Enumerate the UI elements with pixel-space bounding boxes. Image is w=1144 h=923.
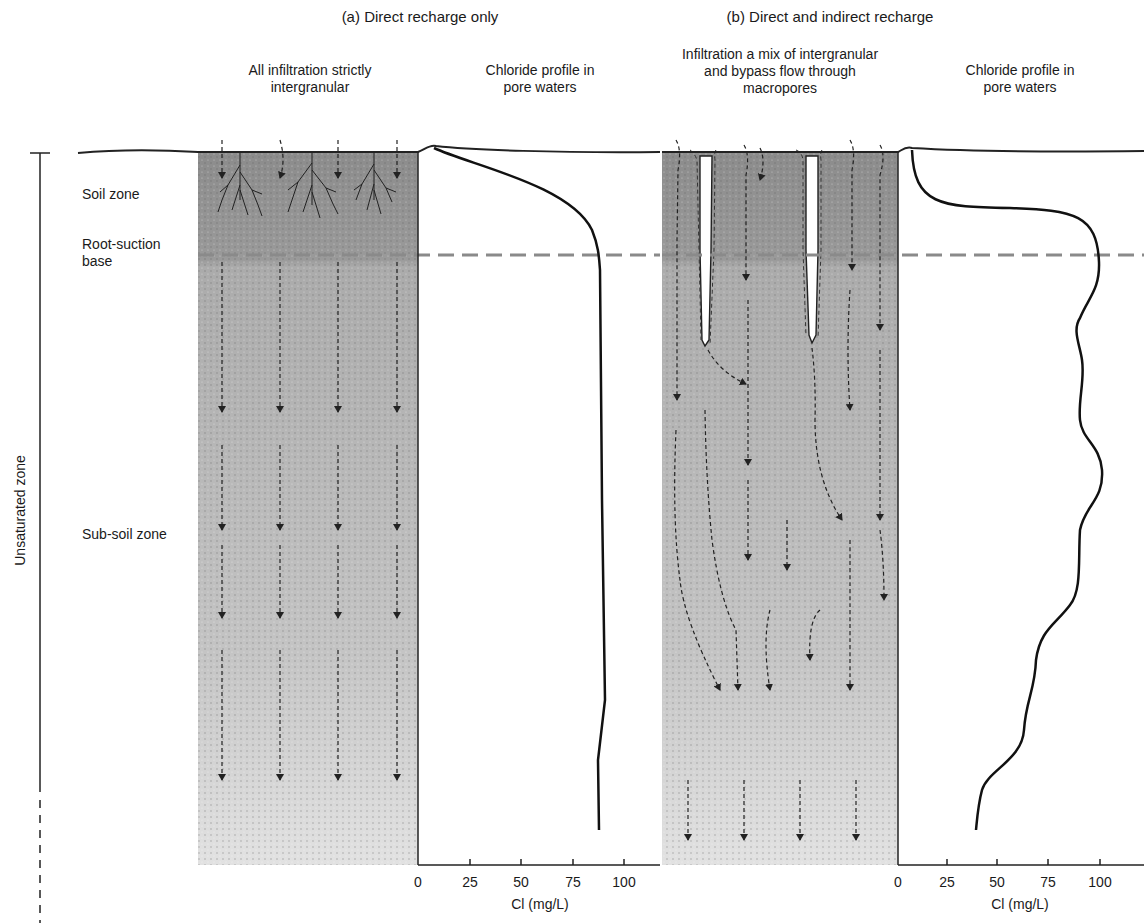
infiltration-arrow bbox=[799, 780, 800, 840]
axis-title: Cl (mg/L) bbox=[960, 896, 1080, 913]
axis-tick-label: 25 bbox=[450, 874, 490, 891]
zone-label: Unsaturated zone bbox=[12, 455, 29, 566]
soil-texture bbox=[198, 153, 418, 865]
infiltration-arrows bbox=[222, 140, 884, 840]
infiltration-arrow bbox=[221, 140, 222, 178]
ground-surface bbox=[662, 147, 1144, 152]
infiltration-arrow bbox=[708, 350, 746, 384]
infiltration-arrow bbox=[279, 545, 280, 618]
infiltration-arrow bbox=[760, 148, 763, 180]
infiltration-arrow bbox=[337, 262, 338, 412]
root-suction-line bbox=[662, 254, 1144, 257]
infiltration-arrow bbox=[879, 350, 880, 520]
soil-block bbox=[662, 153, 898, 865]
infiltration-arrow bbox=[850, 140, 854, 270]
infiltration-arrow bbox=[880, 530, 884, 600]
axis-tick-label: 100 bbox=[1080, 874, 1120, 891]
infiltration-arrow bbox=[687, 780, 688, 840]
axis-tick-label: 75 bbox=[1028, 874, 1068, 891]
infiltration-arrow bbox=[396, 545, 397, 618]
infiltration-arrow bbox=[221, 262, 222, 412]
infiltration-arrow bbox=[337, 650, 338, 780]
infiltration-arrow bbox=[221, 545, 222, 618]
infiltration-arrow bbox=[766, 610, 770, 690]
root-suction-line bbox=[198, 254, 660, 257]
infiltration-arrow bbox=[705, 410, 738, 690]
infiltration-arrow bbox=[280, 140, 283, 178]
infiltration-arrow bbox=[880, 145, 883, 330]
zone-bracket bbox=[30, 153, 50, 923]
axis-tick-label: 50 bbox=[501, 874, 541, 891]
axis-tick-label: 75 bbox=[553, 874, 593, 891]
panel-caption: All infiltration strictly intergranular bbox=[230, 62, 390, 96]
chart-axes bbox=[418, 152, 1144, 865]
infiltration-arrow bbox=[855, 780, 856, 840]
zone-label: Soil zone bbox=[82, 186, 182, 203]
infiltration-arrow bbox=[747, 480, 748, 560]
axis-tick-label: 100 bbox=[604, 874, 644, 891]
infiltration-arrow bbox=[396, 262, 397, 412]
infiltration-arrow bbox=[221, 445, 222, 530]
axis-title: Cl (mg/L) bbox=[480, 896, 600, 913]
soil-texture bbox=[662, 153, 898, 865]
ground-surface bbox=[78, 146, 660, 153]
infiltration-arrow bbox=[743, 780, 744, 840]
infiltration-arrow bbox=[279, 650, 280, 780]
infiltration-arrow bbox=[221, 650, 222, 780]
infiltration-arrow bbox=[675, 430, 720, 690]
infiltration-arrow bbox=[848, 290, 850, 410]
plant-roots bbox=[218, 153, 396, 218]
infiltration-arrow bbox=[849, 540, 850, 690]
infiltration-arrow bbox=[279, 262, 280, 412]
macropores bbox=[690, 150, 822, 346]
infiltration-arrow bbox=[744, 145, 748, 280]
axis-tick-label: 0 bbox=[398, 874, 438, 891]
zone-label: Sub-soil zone bbox=[82, 526, 182, 543]
infiltration-arrow bbox=[396, 140, 397, 178]
infiltration-arrow bbox=[337, 545, 338, 618]
infiltration-arrow bbox=[396, 445, 397, 530]
chart-caption: Chloride profile in pore waters bbox=[475, 62, 605, 96]
panel-heading: (a) Direct recharge only bbox=[260, 8, 580, 25]
axis-tick-label: 25 bbox=[927, 874, 967, 891]
chloride-profile bbox=[912, 150, 1102, 830]
panel-heading: (b) Direct and indirect recharge bbox=[650, 8, 1010, 25]
infiltration-arrow bbox=[279, 445, 280, 530]
chart-caption: Chloride profile in pore waters bbox=[955, 62, 1085, 96]
axis-tick-label: 0 bbox=[878, 874, 918, 891]
panel-caption: Infiltration a mix of intergranular and … bbox=[680, 46, 880, 97]
infiltration-arrow bbox=[747, 300, 748, 465]
infiltration-arrow bbox=[337, 445, 338, 530]
infiltration-arrow bbox=[810, 610, 820, 660]
zone-label: Root-suction base bbox=[82, 236, 182, 270]
soil-block bbox=[198, 153, 418, 865]
infiltration-arrow bbox=[812, 348, 842, 520]
chloride-profile bbox=[434, 148, 605, 830]
infiltration-arrow bbox=[786, 520, 787, 570]
axis-tick-label: 50 bbox=[977, 874, 1017, 891]
infiltration-arrow bbox=[396, 650, 397, 780]
infiltration-arrow bbox=[337, 140, 338, 178]
infiltration-arrow bbox=[676, 140, 680, 400]
